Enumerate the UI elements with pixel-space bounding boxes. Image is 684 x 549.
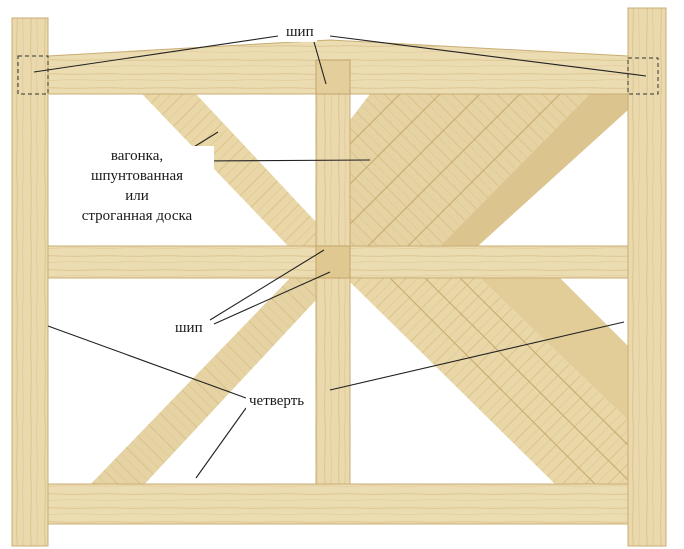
top-joint (315, 59, 351, 95)
label-tenon-top: шип (283, 22, 317, 42)
tenon-right-outline (627, 57, 659, 95)
right-post (627, 7, 667, 547)
label-cladding-line3: или (125, 188, 149, 204)
tenon-left-outline (17, 55, 49, 95)
diagonal-braces-left (86, 94, 316, 489)
label-rabbet: четверть (246, 391, 308, 411)
leader-lines (33, 35, 647, 479)
label-tenon-middle: шип (172, 318, 206, 338)
left-post (11, 17, 49, 547)
label-cladding-line2: шпунтованная (90, 168, 184, 184)
cladding-boards-lower-right (350, 277, 628, 489)
label-cladding-line1: вагонка, (110, 148, 164, 164)
label-cladding-line4: строганная доска (81, 208, 193, 224)
cladding-boards-upper-right (350, 94, 628, 247)
center-joint (315, 245, 351, 279)
label-cladding: вагонка, шпунтованная или строганная дос… (60, 146, 214, 226)
bottom-rail (47, 483, 629, 525)
